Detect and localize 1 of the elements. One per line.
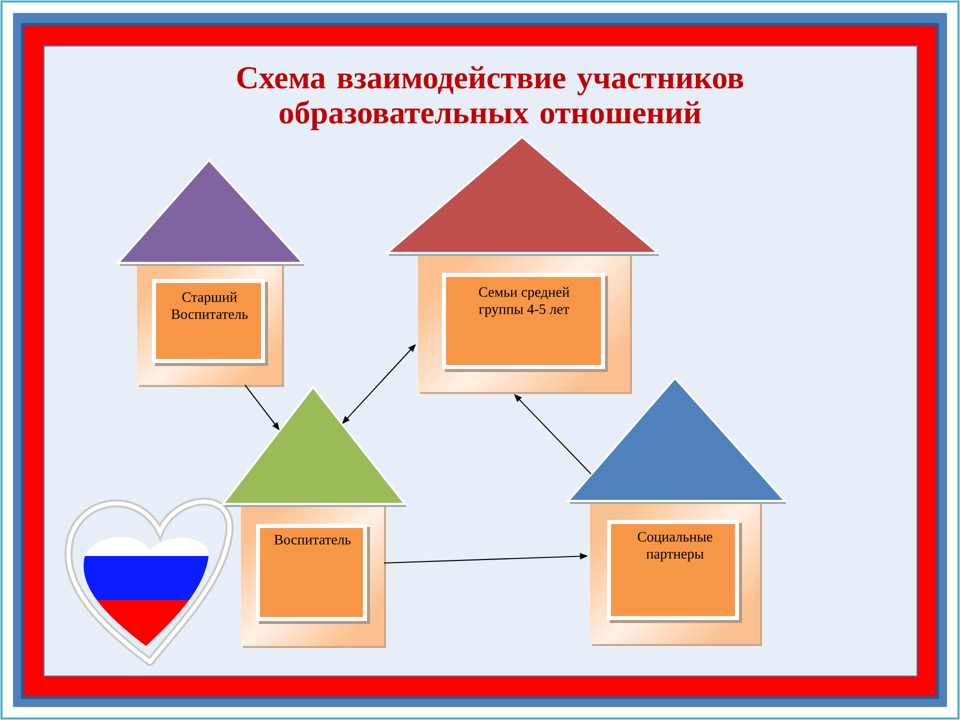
title: Схема взаимодействие участников образовательных отношений <box>237 66 744 130</box>
